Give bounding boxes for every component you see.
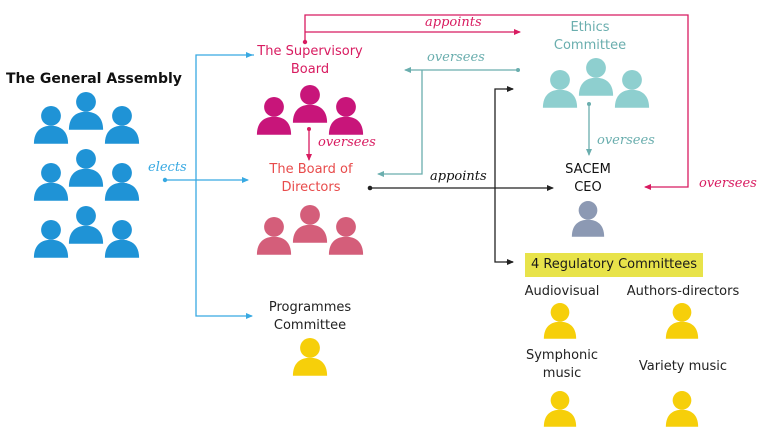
symphonic-line2: music: [542, 366, 582, 381]
authors-directors-line1: Authors-directors: [626, 284, 740, 299]
assembly-person-icon: [104, 220, 140, 258]
supervisory-board-title-line1: The Supervisory: [257, 44, 363, 59]
assembly-person-icon: [68, 149, 104, 187]
symphonic-line1: Symphonic: [525, 348, 599, 363]
assembly-person-icon: [33, 106, 69, 144]
programmes-committee-title: Programmes Committee: [260, 299, 360, 335]
regulatory-person-icon: [543, 303, 577, 339]
ceo-person: [571, 201, 605, 237]
supervisory-board-title-line2: Board: [290, 62, 330, 77]
bod-title-line1: The Board of: [269, 162, 353, 177]
supervisory-person-icon: [256, 97, 292, 135]
director-person-icon: [256, 217, 292, 255]
appoints-ethics-connector: [302, 14, 689, 190]
elects-label: elects: [148, 160, 187, 175]
bod-title-line2: Directors: [281, 180, 341, 195]
ceo-title-line2: CEO: [574, 180, 602, 195]
ethics-title-line1: Ethics: [570, 20, 610, 35]
programmes-title-line1: Programmes: [268, 300, 352, 315]
audiovisual-line1: Audiovisual: [524, 284, 600, 299]
board-of-directors-people: [256, 205, 364, 255]
sb-oversees-bod-label: oversees: [318, 135, 376, 150]
regulatory-committees-title: 4 Regulatory Committees: [525, 253, 703, 277]
assembly-person-icon: [104, 106, 140, 144]
regulatory-person-icon: [665, 303, 699, 339]
director-person-icon: [328, 217, 364, 255]
ethics-oversees-ceo-label: oversees: [597, 133, 655, 148]
ethics-oversees-bod-label: oversees: [427, 50, 485, 65]
oversees-bod-connector: [306, 127, 312, 161]
committee-authors-directors-label: Authors-directors: [624, 283, 742, 301]
supervisory-person-icon: [328, 97, 364, 135]
ethics-committee-people: [542, 58, 650, 108]
regulatory-person-icon: [543, 391, 577, 427]
supervisory-person-icon: [292, 85, 328, 123]
regulatory-person-icon: [665, 391, 699, 427]
ethics-person-icon: [614, 70, 650, 108]
ethics-committee-title: Ethics Committee: [540, 19, 640, 55]
ceo-title-line1: SACEM: [565, 162, 611, 177]
director-person-icon: [292, 205, 328, 243]
assembly-person-icon: [33, 220, 69, 258]
programmes-committee-person: [292, 338, 328, 376]
board-of-directors-title: The Board of Directors: [256, 161, 366, 197]
bod-appoints-connector: [367, 86, 554, 265]
assembly-person-icon: [33, 163, 69, 201]
ethics-oversees-connector: [377, 67, 592, 177]
appoints-ethics-label: appoints: [425, 15, 482, 30]
committee-variety-label: Variety music: [630, 358, 736, 376]
ethics-person-icon: [578, 58, 614, 96]
general-assembly-title: The General Assembly: [6, 71, 182, 87]
ethics-person-icon: [542, 70, 578, 108]
supervisory-board-title: The Supervisory Board: [246, 43, 374, 79]
sb-oversees-ceo-label: oversees: [699, 176, 757, 191]
ceo-title: SACEM CEO: [550, 161, 626, 197]
general-assembly-people: [33, 92, 140, 258]
variety-line1: Variety music: [638, 359, 728, 374]
assembly-person-icon: [68, 206, 104, 244]
ethics-title-line2: Committee: [553, 38, 627, 53]
assembly-person-icon: [104, 163, 140, 201]
programmes-title-line2: Committee: [273, 318, 347, 333]
elects-connector: [162, 52, 254, 319]
assembly-person-icon: [68, 92, 104, 130]
bod-appoints-label: appoints: [430, 169, 487, 184]
committee-symphonic-label: Symphonic music: [516, 347, 608, 383]
committee-audiovisual-label: Audiovisual: [516, 283, 608, 301]
